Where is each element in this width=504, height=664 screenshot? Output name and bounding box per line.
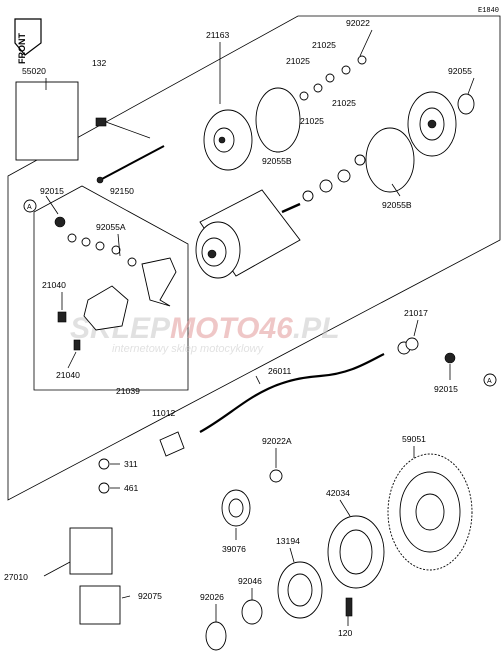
idle-gear	[221, 489, 251, 527]
rear-cover	[203, 109, 253, 171]
bolt-120	[345, 597, 353, 617]
ref-mark-left: A	[23, 199, 37, 213]
label-39076: 39076	[222, 544, 246, 554]
label-55020: 55020	[22, 66, 46, 76]
one-way-clutch	[277, 561, 323, 619]
label-311: 311	[124, 459, 138, 469]
label-92150: 92150	[110, 186, 134, 196]
label-92026: 92026	[200, 592, 224, 602]
torque-limiter-housing	[327, 515, 385, 589]
front-label: FRONT	[17, 33, 27, 64]
label-92055: 92055	[448, 66, 472, 76]
label-59051: 59051	[402, 434, 426, 444]
label-26011: 26011	[268, 366, 291, 376]
label-92022: 92022	[346, 18, 370, 28]
housing-outline	[7, 15, 501, 501]
svg-text:A: A	[27, 204, 32, 211]
washer-92026	[205, 621, 227, 651]
svg-text:A: A	[487, 378, 492, 385]
washer-92022A	[269, 469, 283, 483]
o-ring-small	[457, 93, 475, 115]
label-27010: 27010	[4, 572, 28, 582]
bolt-132	[95, 117, 151, 139]
label-21025-d: 21025	[300, 116, 324, 126]
part-labels: 55020 132 21163 92022 92055 21025 21025 …	[4, 18, 472, 638]
label-21025-c: 21025	[332, 98, 356, 108]
label-92055B-left: 92055B	[262, 156, 292, 166]
front-arrow-badge: FRONT	[14, 18, 42, 64]
label-461: 461	[124, 483, 139, 493]
label-21017: 21017	[404, 308, 428, 318]
label-21163: 21163	[206, 30, 229, 40]
watermark-sub: internetowy sklep motocyklowy	[112, 343, 265, 355]
o-ring-right	[365, 127, 415, 193]
label-13194: 13194	[276, 536, 300, 546]
washer-stack	[299, 55, 367, 101]
label-92022A: 92022A	[262, 436, 292, 446]
o-ring-left	[255, 87, 301, 153]
label-92046: 92046	[238, 576, 262, 586]
label-21025-a: 21025	[312, 40, 336, 50]
label-21040-bottom: 21040	[56, 370, 80, 380]
starter-sprocket	[387, 453, 473, 571]
label-92055A: 92055A	[96, 222, 126, 232]
starter-yoke	[195, 189, 301, 279]
brush-parts	[54, 216, 177, 351]
lead-wire-assembly	[159, 337, 456, 457]
label-92015-left: 92015	[40, 186, 64, 196]
label-21025-b: 21025	[286, 56, 310, 66]
front-cover	[407, 91, 457, 157]
bearing-92046	[241, 599, 263, 625]
label-11012: 11012	[152, 408, 175, 418]
label-21040-top: 21040	[42, 280, 66, 290]
through-bolt	[96, 145, 165, 184]
diagram-code: E1840	[478, 7, 499, 15]
lower-parts	[69, 453, 473, 651]
label-42034: 42034	[326, 488, 350, 498]
label-21039: 21039	[116, 386, 140, 396]
ref-mark-right: A	[483, 373, 497, 387]
label-92075: 92075	[138, 591, 162, 601]
label-120: 120	[338, 628, 353, 638]
brush-holder-box	[33, 185, 189, 391]
label-132: 132	[92, 58, 107, 68]
label-92055B-right: 92055B	[382, 200, 412, 210]
label-plate	[15, 78, 79, 161]
label-92015-right: 92015	[434, 384, 458, 394]
leader-lines	[43, 29, 475, 626]
shaft-washers	[302, 154, 366, 202]
relay-unit	[69, 527, 121, 625]
